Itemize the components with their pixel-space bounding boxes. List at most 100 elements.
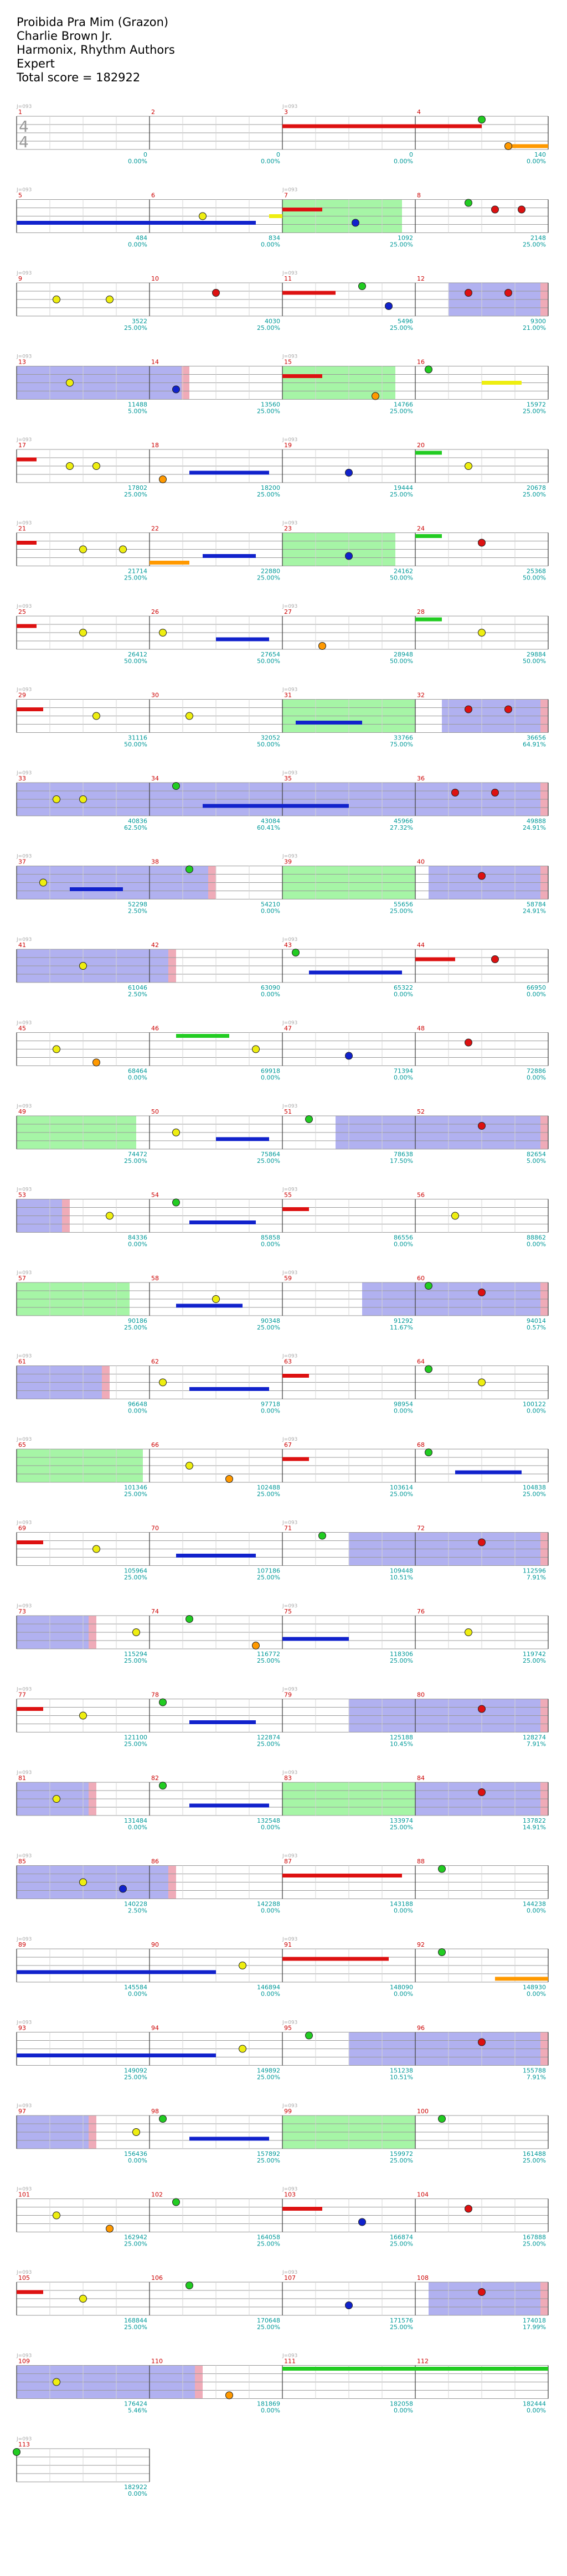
- yellow-note: [79, 1711, 87, 1720]
- measure-percent: 5.46%: [128, 2407, 147, 2414]
- measure-percent: 0.00%: [527, 991, 546, 998]
- green-note: [358, 282, 366, 290]
- measure-score: 97718: [261, 1401, 280, 1408]
- measure-score: 161488: [523, 2150, 546, 2158]
- measure-score: 156436: [124, 2150, 147, 2158]
- measure-percent: 2.50%: [128, 908, 147, 915]
- measure-number: 36: [417, 775, 425, 782]
- measure-percent: 25.00%: [390, 908, 413, 915]
- measure-percent: 25.00%: [257, 491, 280, 498]
- measure-number: 101: [18, 2191, 30, 2199]
- yellow-note: [39, 878, 47, 887]
- measure-number: 14: [151, 359, 159, 366]
- measure-number: 113: [18, 2441, 30, 2448]
- measure-number: 91: [284, 1941, 292, 1948]
- measure-score: 90186: [128, 1317, 147, 1325]
- total-score-value: 182922: [96, 71, 141, 84]
- measure-score: 66950: [527, 984, 546, 991]
- measure-percent: 25.00%: [390, 1824, 413, 1831]
- measure-score: 0: [276, 151, 280, 158]
- measure-number: 75: [284, 1608, 292, 1615]
- tempo-marker: J=093: [16, 104, 32, 110]
- measure-score: 65322: [394, 984, 413, 991]
- measure-score: 55656: [394, 901, 413, 908]
- yellow-note: [79, 1878, 87, 1886]
- red-note: [212, 289, 220, 297]
- measure-score: 24162: [394, 568, 413, 575]
- song-artist: Charlie Brown Jr.: [17, 29, 112, 43]
- measure-number: 72: [417, 1525, 425, 1532]
- orange-note: [92, 1058, 100, 1067]
- tempo-marker: J=093: [282, 770, 297, 776]
- tempo-marker: J=093: [16, 2353, 32, 2359]
- measure-score: 0: [409, 151, 413, 158]
- measure-percent: 75.00%: [390, 741, 413, 748]
- measure-number: 38: [151, 858, 159, 866]
- measure-number: 52: [417, 1108, 425, 1115]
- measure-percent: 0.00%: [261, 2407, 280, 2414]
- measure-number: 49: [18, 1108, 26, 1115]
- measure-percent: 50.00%: [523, 658, 546, 665]
- measure-number: 95: [284, 2025, 292, 2032]
- measure-percent: 0.00%: [394, 2407, 413, 2414]
- measure-score: 45966: [394, 818, 413, 825]
- measure-number: 55: [284, 1192, 292, 1199]
- measure-percent: 17.99%: [523, 2324, 546, 2331]
- measure-percent: 25.00%: [124, 2241, 147, 2248]
- measure-score: 137822: [523, 1817, 546, 1824]
- blue-note: [352, 219, 359, 227]
- measure-percent: 0.00%: [261, 1990, 280, 1998]
- tempo-marker: J=093: [282, 1854, 297, 1859]
- yellow-note: [239, 2045, 246, 2053]
- measure-score: 71394: [394, 1068, 413, 1075]
- tempo-marker: J=093: [16, 1854, 32, 1859]
- green-note: [159, 1782, 167, 1789]
- tempo-marker: J=093: [16, 1354, 32, 1359]
- measure-number: 108: [417, 2274, 429, 2282]
- measure-score: 109448: [390, 1568, 413, 1575]
- tempo-marker: J=093: [282, 354, 297, 360]
- measure-number: 1: [18, 108, 22, 116]
- measure-score: 0: [143, 151, 147, 158]
- measure-score: 143188: [390, 1901, 413, 1908]
- measure-percent: 5.00%: [527, 1157, 546, 1165]
- measure-percent: 25.00%: [257, 324, 280, 332]
- measure-score: 834: [269, 235, 280, 242]
- measure-score: 82654: [527, 1151, 546, 1158]
- tempo-marker: J=093: [282, 437, 297, 443]
- yellow-note: [53, 1045, 60, 1053]
- tempo-marker: J=093: [16, 1270, 32, 1276]
- tempo-marker: J=093: [16, 604, 32, 609]
- measure-number: 73: [18, 1608, 26, 1615]
- tempo-marker: J=093: [282, 1770, 297, 1776]
- measure-number: 51: [284, 1108, 292, 1115]
- measure-percent: 25.00%: [124, 1574, 147, 1581]
- measure-percent: 25.00%: [124, 1157, 147, 1165]
- measure-percent: 0.00%: [128, 1824, 147, 1831]
- measure-percent: 0.00%: [128, 1074, 147, 1082]
- measure-score: 148930: [523, 1984, 546, 1991]
- tempo-marker: J=093: [16, 1021, 32, 1026]
- green-note: [425, 1449, 432, 1456]
- yellow-note: [92, 712, 100, 720]
- tempo-marker: J=093: [16, 1520, 32, 1526]
- measure-percent: 25.00%: [257, 2157, 280, 2164]
- measure-number: 107: [284, 2274, 296, 2282]
- tempo-marker: J=093: [16, 188, 32, 193]
- measure-number: 21: [18, 525, 26, 532]
- blue-note: [119, 1885, 127, 1893]
- total-score-label: Total score =: [17, 71, 96, 84]
- measure-number: 40: [417, 858, 425, 866]
- measure-number: 11: [284, 275, 292, 282]
- measure-score: 166874: [390, 2234, 413, 2241]
- yellow-note: [172, 1129, 180, 1136]
- measure-percent: 0.00%: [394, 1990, 413, 1998]
- measure-number: 44: [417, 942, 425, 949]
- measure-score: 149092: [124, 2067, 147, 2075]
- green-note: [438, 1865, 446, 1873]
- red-note: [478, 1705, 486, 1713]
- tempo-marker: J=093: [282, 687, 297, 693]
- tempo-marker: J=093: [16, 1687, 32, 1693]
- red-note: [504, 289, 512, 297]
- measure-percent: 25.00%: [124, 1324, 147, 1331]
